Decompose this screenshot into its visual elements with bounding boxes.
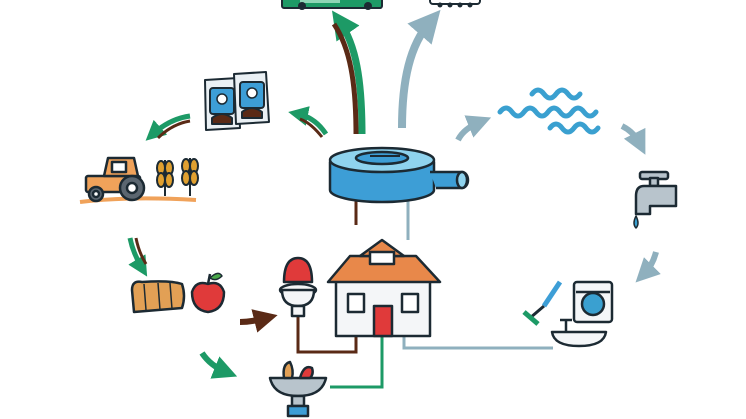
tanker-icon xyxy=(429,0,481,8)
washing-machine-sink-icon xyxy=(522,280,614,348)
treatment-tank-icon xyxy=(328,146,470,204)
fertilizer-bags-icon xyxy=(204,71,270,131)
house-icon xyxy=(326,238,442,338)
tractor-wheat-icon xyxy=(79,156,199,204)
flow-arrows xyxy=(127,9,661,389)
toilet-icon xyxy=(278,256,318,318)
water-waves-icon xyxy=(497,87,601,135)
faucet-icon xyxy=(633,170,678,229)
truck-icon xyxy=(281,0,383,10)
food-waste-sink-icon xyxy=(268,360,328,418)
bread-apple-icon xyxy=(130,272,226,314)
